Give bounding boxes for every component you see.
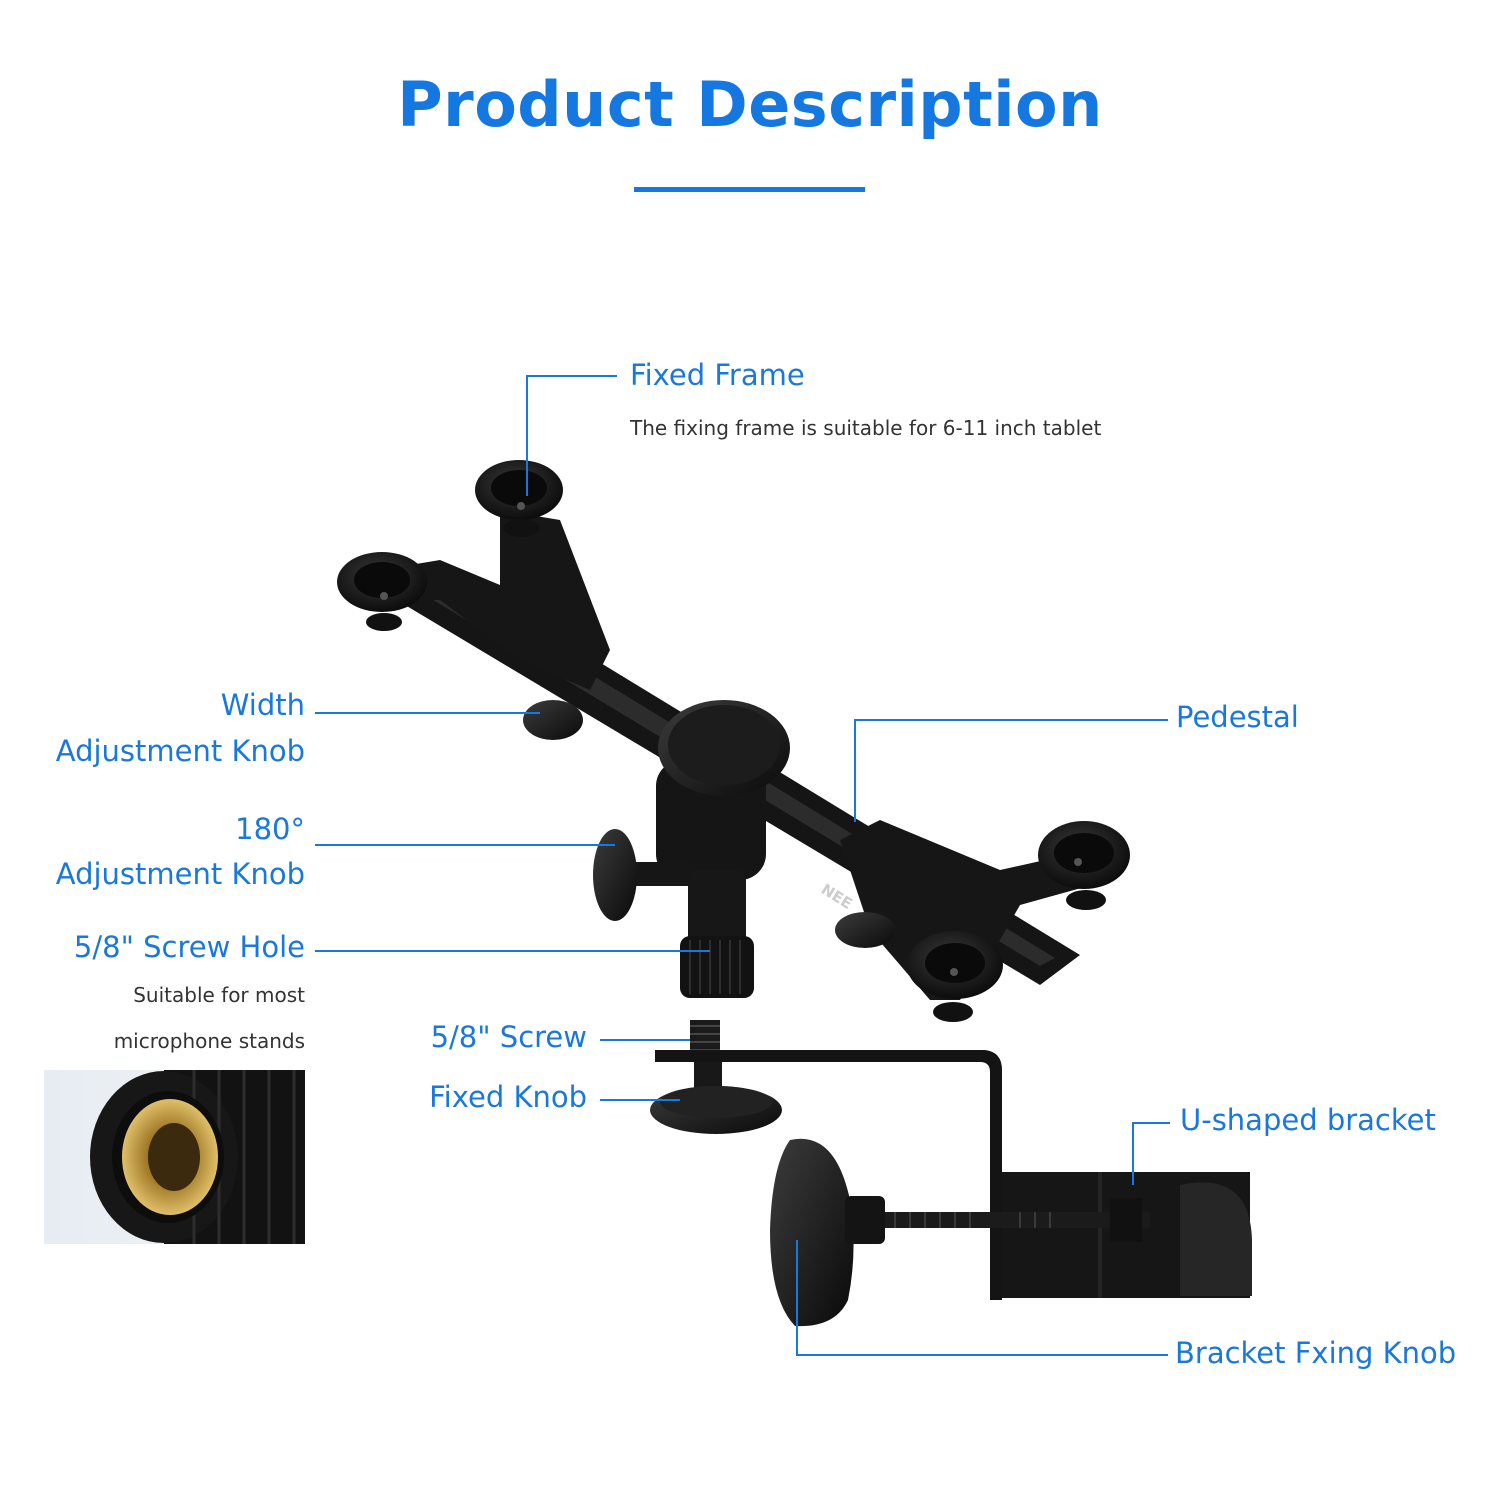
leader-bracket-knob [796,1240,1168,1356]
title-underline [634,187,865,192]
suction-cup-left [337,552,427,631]
label-u-bracket: U-shaped bracket [1180,1103,1436,1137]
leader-lines [315,375,1170,1356]
leader-pedestal [854,719,1168,822]
page-title: Product Description [397,68,1103,141]
note-fixed-frame: The fixing frame is suitable for 6-11 in… [630,416,1102,440]
brand-mark: NEE [818,880,856,913]
bracket-knob-shape [770,1138,854,1327]
label-pedestal: Pedestal [1176,700,1299,734]
suction-cup-bottom [907,931,1003,1022]
screw-hole-closeup-photo [44,1070,305,1244]
note-screw-hole-1: Suitable for most [133,983,305,1007]
label-screw-hole: 5/8" Screw Hole [73,930,305,964]
width-knob-shape-right [835,912,895,948]
suction-cup-top [475,460,563,537]
screw-hole-barrel [680,936,754,998]
swivel-joint [688,870,746,950]
label-screw: 5/8" Screw [430,1020,587,1054]
note-screw-hole-2: microphone stands [113,1029,305,1053]
label-width-knob-line1: Width [220,688,305,722]
label-fixed-frame: Fixed Frame [630,358,805,392]
suction-cup-right [1038,821,1130,910]
label-rotation-knob-line1: 180° [235,812,305,846]
upper-frame-arm [350,510,610,690]
label-width-knob-line2: Adjustment Knob [55,734,305,768]
tablet-holder: NEE [337,460,1252,1327]
threaded-rod [840,1212,1150,1228]
label-bracket-knob: Bracket Fxing Knob [1175,1336,1457,1370]
label-fixed-knob: Fixed Knob [429,1080,587,1114]
leader-u-bracket [1132,1122,1170,1185]
leader-fixed-frame [526,375,617,496]
width-knob-shape [523,700,583,740]
label-rotation-knob-line2: Adjustment Knob [55,857,305,891]
rotation-knob-shape [593,829,637,921]
